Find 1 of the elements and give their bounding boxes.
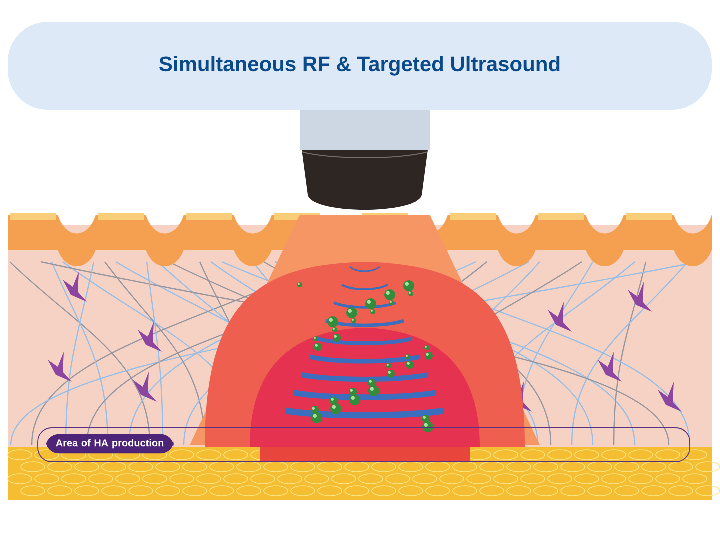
title-banner: Simultaneous RF & Targeted Ultrasound: [8, 22, 712, 110]
